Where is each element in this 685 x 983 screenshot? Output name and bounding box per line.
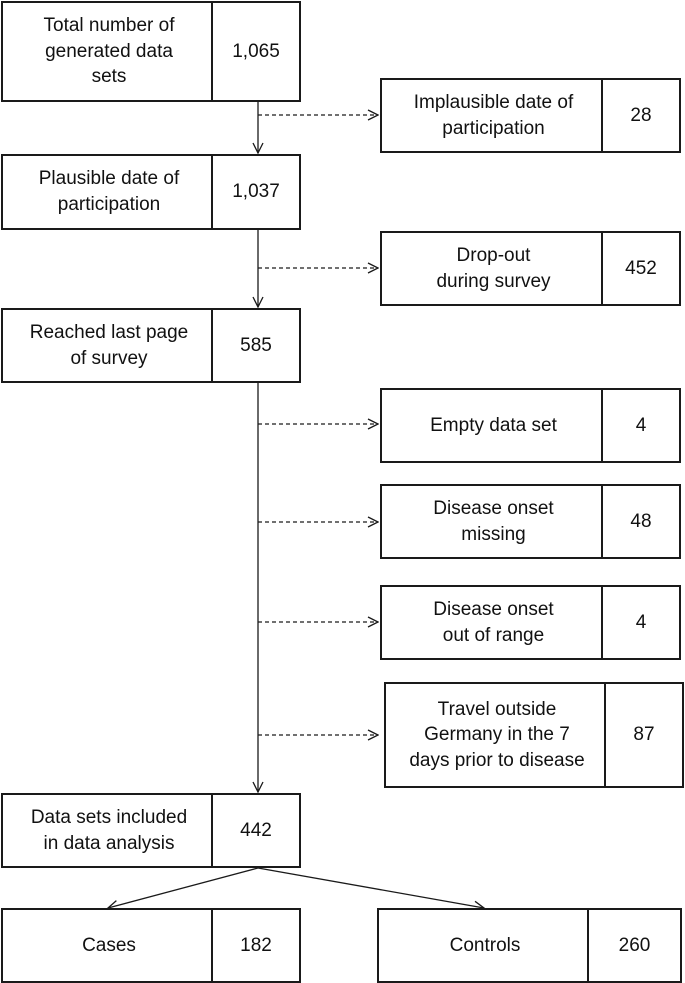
box-onset-missing: Disease onset missing 48 — [380, 484, 681, 559]
box-dropout-label: Drop-out during survey — [436, 244, 551, 292]
box-empty-dataset: Empty data set 4 — [380, 388, 681, 463]
box-implausible-label: Implausible date of participation — [413, 91, 574, 139]
box-onset-range-count: 4 — [601, 587, 679, 658]
box-travel-count: 87 — [604, 684, 682, 786]
box-included-count: 442 — [211, 795, 299, 866]
box-implausible-count: 28 — [601, 80, 679, 151]
box-reached-last-page: Reached last page of survey 585 — [1, 308, 301, 383]
arrow-included-to-controls — [257, 867, 484, 908]
box-plausible-date: Plausible date of participation 1,037 — [1, 154, 301, 230]
box-total-label: Total number of generated data sets — [43, 15, 175, 88]
box-plausible-label: Plausible date of participation — [38, 168, 180, 215]
box-cases-count: 182 — [211, 910, 299, 981]
box-onset-missing-count: 48 — [601, 486, 679, 557]
box-onset-missing-label: Disease onset missing — [433, 497, 554, 545]
box-travel-outside-germany: Travel outside Germany in the 7 days pri… — [384, 682, 684, 788]
box-dropout: Drop-out during survey 452 — [380, 231, 681, 306]
box-implausible-date: Implausible date of participation 28 — [380, 78, 681, 153]
box-total-datasets: Total number of generated data sets 1,06… — [1, 1, 301, 102]
box-onset-out-of-range: Disease onset out of range 4 — [380, 585, 681, 660]
box-cases: Cases 182 — [1, 908, 301, 983]
box-included-label: Data sets included in data analysis — [30, 806, 188, 854]
box-included-analysis: Data sets included in data analysis 442 — [1, 793, 301, 868]
box-plausible-count: 1,037 — [211, 156, 299, 228]
box-empty-count: 4 — [601, 390, 679, 461]
box-empty-label: Empty data set — [430, 414, 557, 436]
box-cases-label: Cases — [82, 934, 136, 956]
box-controls-label: Controls — [449, 934, 521, 956]
box-onset-range-label: Disease onset out of range — [433, 598, 554, 646]
box-total-count: 1,065 — [211, 3, 299, 100]
box-controls-count: 260 — [587, 910, 680, 981]
box-travel-label: Travel outside Germany in the 7 days pri… — [409, 698, 585, 771]
box-reached-label: Reached last page of survey — [29, 321, 189, 369]
box-controls: Controls 260 — [377, 908, 682, 983]
box-reached-count: 585 — [211, 310, 299, 381]
arrow-included-to-cases — [108, 867, 259, 908]
box-dropout-count: 452 — [601, 233, 679, 304]
